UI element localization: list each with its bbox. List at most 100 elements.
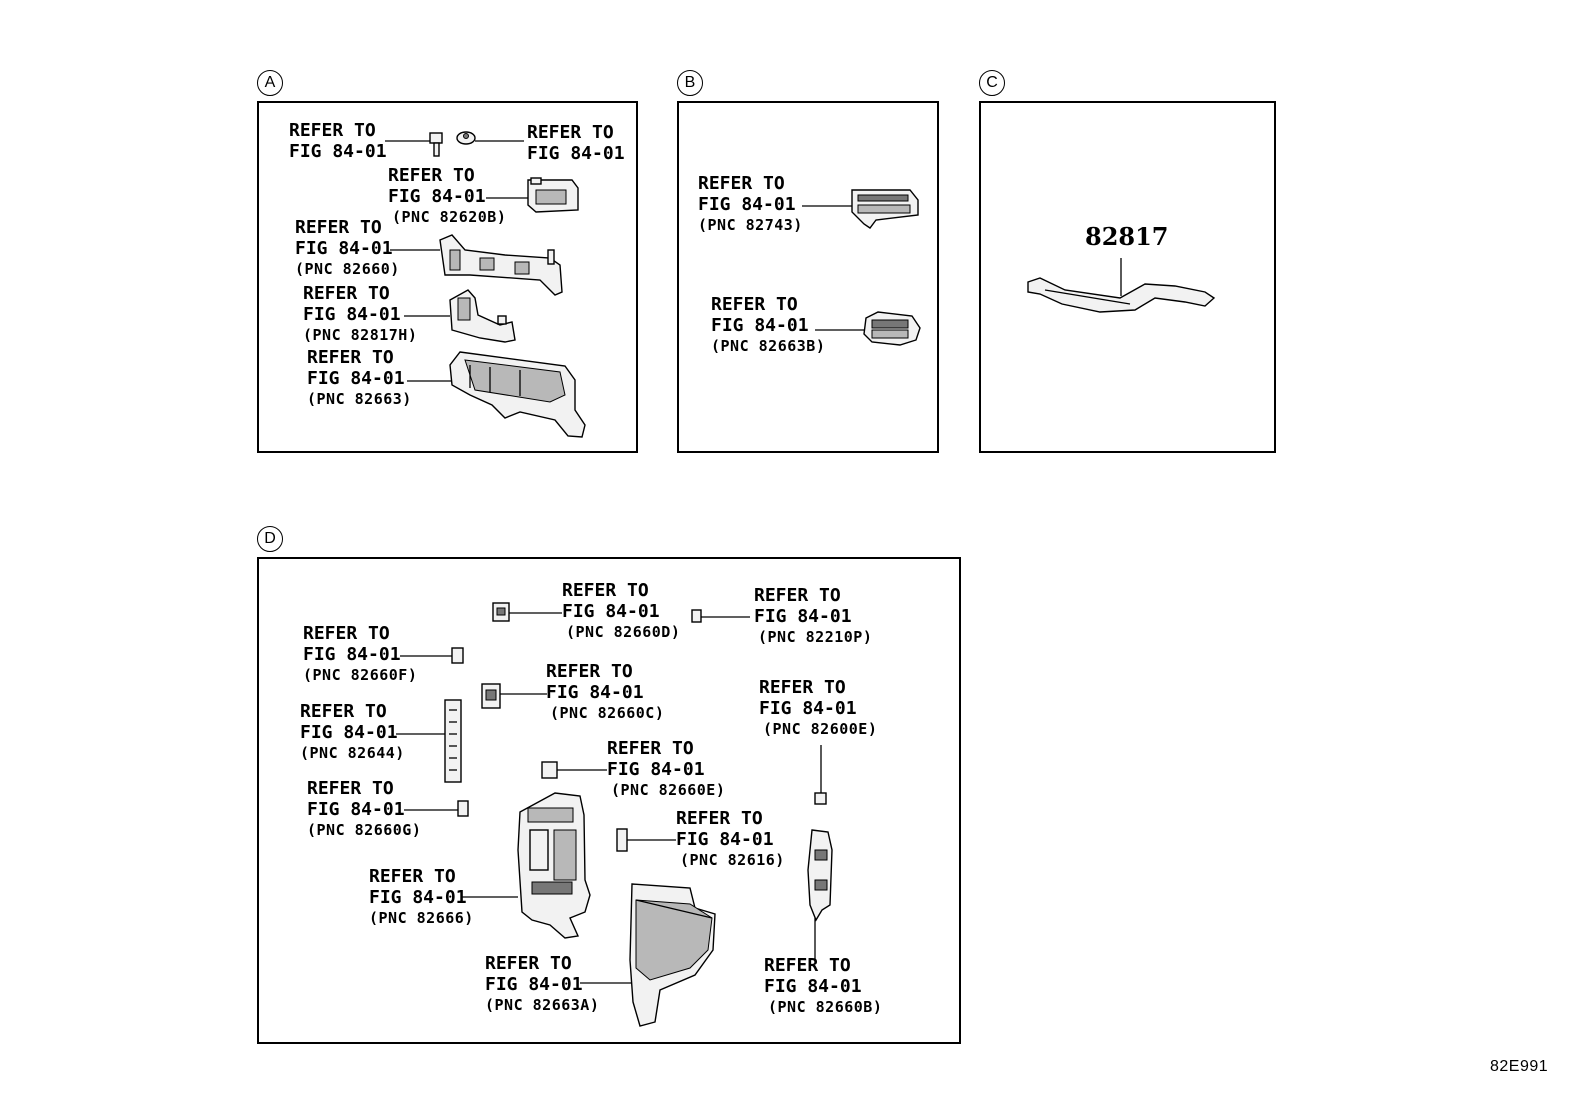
callout-d3: REFER TO FIG 84-01 (PNC 82660F): [303, 623, 417, 686]
refer-line: REFER TO: [307, 347, 394, 368]
fig-line: FIG 84-01: [388, 186, 486, 207]
panel-c-frame: [979, 101, 1276, 453]
bracket-part: [390, 234, 563, 296]
fig-line: FIG 84-01: [369, 887, 467, 908]
refer-line: REFER TO: [676, 808, 763, 829]
callout-d5: REFER TO FIG 84-01 (PNC 82600E): [759, 677, 877, 740]
panel-d-frame: [257, 557, 961, 1044]
pnc-label: (PNC 82660E): [611, 781, 726, 799]
pnc-label: (PNC 82817H): [303, 326, 418, 344]
pnc-label: (PNC 82663B): [711, 337, 826, 355]
refer-line: REFER TO: [307, 778, 394, 799]
refer-line: REFER TO: [607, 738, 694, 759]
callout-d1: REFER TO FIG 84-01 (PNC 82660D): [562, 580, 680, 643]
callout-a3: REFER TO FIG 84-01 (PNC 82620B): [388, 165, 506, 228]
refer-line: REFER TO: [289, 120, 376, 141]
panel-d-letter: D: [264, 530, 276, 547]
fig-line: FIG 84-01: [527, 143, 625, 164]
pnc-label: (PNC 82663): [307, 390, 412, 408]
plate-82817-part: [1027, 258, 1216, 313]
fig-line: FIG 84-01: [295, 238, 393, 259]
callout-d8: REFER TO FIG 84-01 (PNC 82660G): [307, 778, 421, 841]
panel-b-letter: B: [684, 74, 696, 91]
fig-line: FIG 84-01: [307, 368, 405, 389]
refer-line: REFER TO: [711, 294, 798, 315]
refer-line: REFER TO: [698, 173, 785, 194]
refer-line: REFER TO: [303, 623, 390, 644]
callout-a4: REFER TO FIG 84-01 (PNC 82660): [295, 217, 400, 280]
housing-82666-part: [461, 792, 591, 939]
clip-82660d-part: [492, 602, 562, 622]
part-number-82817: 82817: [1085, 222, 1169, 251]
strip-82644-part: [396, 699, 462, 783]
panel-c-marker: C: [979, 70, 1005, 96]
pnc-label: (PNC 82616): [680, 851, 785, 869]
refer-line: REFER TO: [485, 953, 572, 974]
refer-line: REFER TO: [754, 585, 841, 606]
fig-line: FIG 84-01: [759, 698, 857, 719]
pnc-label: (PNC 82600E): [763, 720, 878, 738]
fig-line: FIG 84-01: [546, 682, 644, 703]
refer-line: REFER TO: [764, 955, 851, 976]
fig-line: FIG 84-01: [307, 799, 405, 820]
callout-b1: REFER TO FIG 84-01 (PNC 82743): [698, 173, 803, 236]
refer-line: REFER TO: [300, 701, 387, 722]
callout-d12: REFER TO FIG 84-01 (PNC 82660B): [764, 955, 882, 1018]
fig-line: FIG 84-01: [711, 315, 809, 336]
refer-line: REFER TO: [303, 283, 390, 304]
refer-line: REFER TO: [562, 580, 649, 601]
callout-d10: REFER TO FIG 84-01 (PNC 82666): [369, 866, 474, 929]
drawing-code: 82E991: [1490, 1058, 1549, 1075]
pnc-label: (PNC 82743): [698, 216, 803, 234]
panel-b-marker: B: [677, 70, 703, 96]
fig-line: FIG 84-01: [754, 606, 852, 627]
refer-line: REFER TO: [759, 677, 846, 698]
relay-part: [486, 177, 579, 213]
connector-case-part: [815, 311, 921, 346]
clip-82660e-part: [541, 761, 607, 779]
pnc-label: (PNC 82620B): [392, 208, 507, 226]
case-82663a-part: [580, 883, 716, 1027]
fig-line: FIG 84-01: [676, 829, 774, 850]
fig-line: FIG 84-01: [764, 976, 862, 997]
fig-line: FIG 84-01: [289, 141, 387, 162]
fig-line: FIG 84-01: [300, 722, 398, 743]
fig-line: FIG 84-01: [698, 194, 796, 215]
relay-82600e-part: [814, 745, 827, 805]
panel-c-letter: C: [986, 74, 998, 91]
panel-d-marker: D: [257, 526, 283, 552]
panel-a-letter: A: [264, 74, 276, 91]
pnc-label: (PNC 82660F): [303, 666, 418, 684]
pnc-label: (PNC 82660D): [566, 623, 681, 641]
callout-a6: REFER TO FIG 84-01 (PNC 82663): [307, 347, 412, 410]
pnc-label: (PNC 82660G): [307, 821, 422, 839]
callout-d4: REFER TO FIG 84-01 (PNC 82660C): [546, 661, 664, 724]
holder-part: [404, 289, 516, 343]
clip-82660b-part: [807, 829, 833, 960]
fig-line: FIG 84-01: [562, 601, 660, 622]
refer-line: REFER TO: [388, 165, 475, 186]
clip-82660f-part: [400, 647, 464, 664]
callout-a1: REFER TO FIG 84-01: [289, 120, 387, 162]
fig-line: FIG 84-01: [303, 644, 401, 665]
pin-82616-part: [616, 828, 676, 852]
refer-line: REFER TO: [369, 866, 456, 887]
callout-a2: REFER TO FIG 84-01: [527, 122, 625, 164]
panel-a-marker: A: [257, 70, 283, 96]
callout-d6: REFER TO FIG 84-01 (PNC 82644): [300, 701, 405, 764]
pnc-label: (PNC 82644): [300, 744, 405, 762]
callout-d9: REFER TO FIG 84-01 (PNC 82616): [676, 808, 785, 871]
pnc-label: (PNC 82660): [295, 260, 400, 278]
callout-d7: REFER TO FIG 84-01 (PNC 82660E): [607, 738, 725, 801]
fig-line: FIG 84-01: [607, 759, 705, 780]
connector-82210p-part: [691, 609, 750, 623]
pnc-label: (PNC 82666): [369, 909, 474, 927]
refer-line: REFER TO: [527, 122, 614, 143]
clip-82660g-part: [404, 800, 469, 817]
fuse-block-part: [802, 189, 919, 229]
pnc-label: (PNC 82210P): [758, 628, 873, 646]
case-part: [407, 351, 586, 438]
pnc-label: (PNC 82663A): [485, 996, 600, 1014]
callout-a5: REFER TO FIG 84-01 (PNC 82817H): [303, 283, 417, 346]
panel-b-frame: [677, 101, 939, 453]
